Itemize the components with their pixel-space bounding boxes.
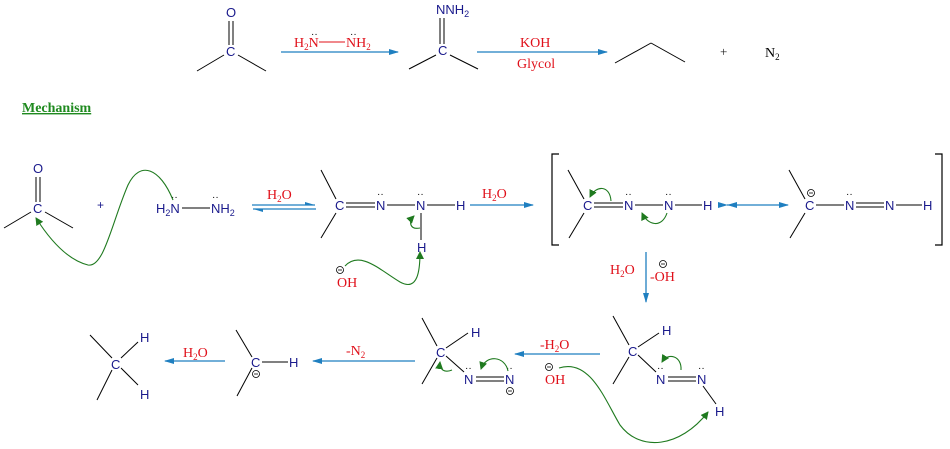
step4-intermediate: C H N ·· N ·· bbox=[421, 317, 514, 395]
svg-text:··: ·· bbox=[506, 363, 513, 374]
resonance-bracket: C N ·· N ·· H C N ·· N bbox=[551, 153, 943, 246]
svg-text:N: N bbox=[416, 198, 425, 213]
atom-c: C bbox=[226, 44, 235, 59]
overall-reaction: O C H2N NH2 ·· ·· NNH2 C KOH Glycol bbox=[196, 2, 780, 72]
svg-text:-H2O: -H2O bbox=[540, 338, 569, 354]
svg-text:-N2: -N2 bbox=[346, 344, 365, 360]
hydroxide: OH bbox=[545, 373, 565, 388]
hydrazone-structure: NNH2 C bbox=[408, 2, 479, 70]
svg-text:N: N bbox=[664, 198, 673, 213]
svg-text:N: N bbox=[624, 198, 633, 213]
svg-text:H: H bbox=[417, 240, 426, 255]
svg-text:H: H bbox=[923, 198, 932, 213]
svg-text:C: C bbox=[628, 344, 637, 359]
propane-structure bbox=[614, 42, 686, 64]
step1-reactants: O C + H2N ·· NH2 ·· bbox=[3, 161, 235, 266]
svg-text:··: ·· bbox=[311, 29, 318, 40]
svg-text:H2O: H2O bbox=[183, 346, 208, 362]
svg-text:··: ·· bbox=[350, 29, 357, 40]
svg-text:··: ·· bbox=[846, 189, 853, 200]
svg-text:C: C bbox=[436, 345, 445, 360]
svg-text:H: H bbox=[703, 198, 712, 213]
svg-text:N: N bbox=[845, 198, 854, 213]
svg-text:H: H bbox=[289, 355, 298, 370]
curly-arrow-deprotonation bbox=[344, 251, 424, 285]
svg-text:H: H bbox=[456, 198, 465, 213]
svg-text:C: C bbox=[805, 198, 814, 213]
svg-text:··: ·· bbox=[665, 189, 672, 200]
reaction-arrow-step4: -H2O OH bbox=[514, 338, 709, 444]
svg-text:C: C bbox=[438, 43, 447, 58]
svg-text:H: H bbox=[662, 323, 671, 338]
svg-text:NH2: NH2 bbox=[211, 201, 235, 218]
svg-text:NH2: NH2 bbox=[346, 36, 371, 52]
hydroxide: OH bbox=[337, 276, 357, 291]
svg-text:H2O: H2O bbox=[482, 187, 507, 203]
svg-text:+: + bbox=[97, 198, 104, 212]
svg-text:··: ·· bbox=[698, 363, 705, 374]
svg-text:H2O: H2O bbox=[267, 188, 292, 204]
svg-text:··: ·· bbox=[657, 363, 664, 374]
reaction-arrow-step6: H2O bbox=[164, 346, 225, 364]
svg-text:C: C bbox=[583, 198, 592, 213]
svg-text:N: N bbox=[464, 372, 473, 387]
svg-text:C: C bbox=[251, 355, 260, 370]
svg-text:H: H bbox=[471, 325, 480, 340]
acetone-structure: O C bbox=[196, 5, 267, 72]
svg-text:··: ·· bbox=[212, 192, 219, 203]
svg-text:H2N: H2N bbox=[156, 201, 180, 218]
svg-text:O: O bbox=[33, 161, 43, 176]
svg-text:··: ·· bbox=[171, 192, 178, 203]
svg-text:N: N bbox=[697, 372, 706, 387]
svg-text:··: ·· bbox=[625, 189, 632, 200]
resonance-form-1: C N ·· N ·· H bbox=[567, 169, 712, 239]
final-product: C H H bbox=[89, 330, 149, 402]
svg-text:H2O: H2O bbox=[610, 263, 635, 279]
svg-text:H: H bbox=[140, 387, 149, 402]
condition-koh: KOH bbox=[520, 36, 550, 51]
equilibrium-arrow: H2O bbox=[252, 188, 316, 212]
svg-text:C: C bbox=[111, 357, 120, 372]
svg-text:N: N bbox=[505, 372, 514, 387]
svg-text:H: H bbox=[715, 404, 724, 419]
svg-text:··: ·· bbox=[377, 189, 384, 200]
svg-text:+: + bbox=[720, 44, 727, 59]
svg-text:NNH2: NNH2 bbox=[436, 2, 469, 19]
step2-intermediate: C N ·· N ·· H H − OH bbox=[320, 169, 465, 291]
svg-text:N: N bbox=[656, 372, 665, 387]
svg-text:C: C bbox=[33, 201, 42, 216]
reaction-arrow-step3: H2O -OH bbox=[610, 252, 675, 303]
reaction-arrow-step2: H2O bbox=[470, 187, 534, 208]
reagent-hydrazine: H2N NH2 ·· ·· bbox=[294, 29, 371, 52]
svg-text:N: N bbox=[376, 198, 385, 213]
reaction-arrow-step5: -N2 bbox=[312, 344, 415, 364]
resonance-form-2: C N ·· N H bbox=[788, 169, 932, 239]
carbanion: C H bbox=[235, 329, 298, 397]
svg-text:H2N: H2N bbox=[294, 36, 319, 52]
svg-text:··: ·· bbox=[417, 189, 424, 200]
svg-text:··: ·· bbox=[465, 363, 472, 374]
curly-arrow-attack bbox=[35, 169, 174, 266]
nitrogen-byproduct: N2 bbox=[765, 46, 780, 62]
svg-text:-OH: -OH bbox=[650, 270, 675, 285]
condition-glycol: Glycol bbox=[517, 57, 555, 72]
atom-o: O bbox=[226, 5, 236, 20]
svg-text:N: N bbox=[885, 198, 894, 213]
curly-arrow-deprotonation bbox=[558, 365, 709, 444]
svg-text:H: H bbox=[140, 330, 149, 345]
step3-intermediate: C H N ·· N ·· H bbox=[612, 315, 724, 419]
mechanism-title: Mechanism bbox=[22, 101, 92, 116]
svg-text:C: C bbox=[335, 198, 344, 213]
